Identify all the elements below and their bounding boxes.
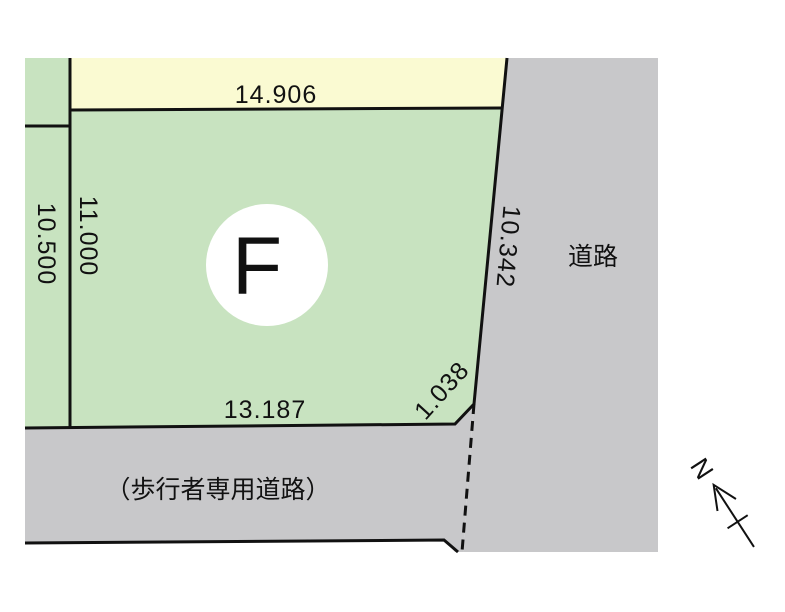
neighbor-lot-left [25,58,70,428]
footpath-label: （歩行者専用道路） [105,475,330,504]
neighbor-lot-top [70,58,507,110]
dim-left-outer: 10.500 [32,203,60,285]
north-label: N [684,453,719,485]
lot-letter: F [232,221,282,312]
north-arrow: N [684,453,755,548]
road-label: 道路 [568,242,618,271]
dim-top: 14.906 [235,81,317,109]
road-east [463,58,658,552]
pedestrian-road [25,404,474,552]
dashed-boundary [460,403,476,553]
dim-left-inner: 11.000 [74,196,102,277]
boundary-lines [24,57,509,554]
dim-bottom: 13.187 [224,396,306,424]
lot-badge [206,204,328,326]
